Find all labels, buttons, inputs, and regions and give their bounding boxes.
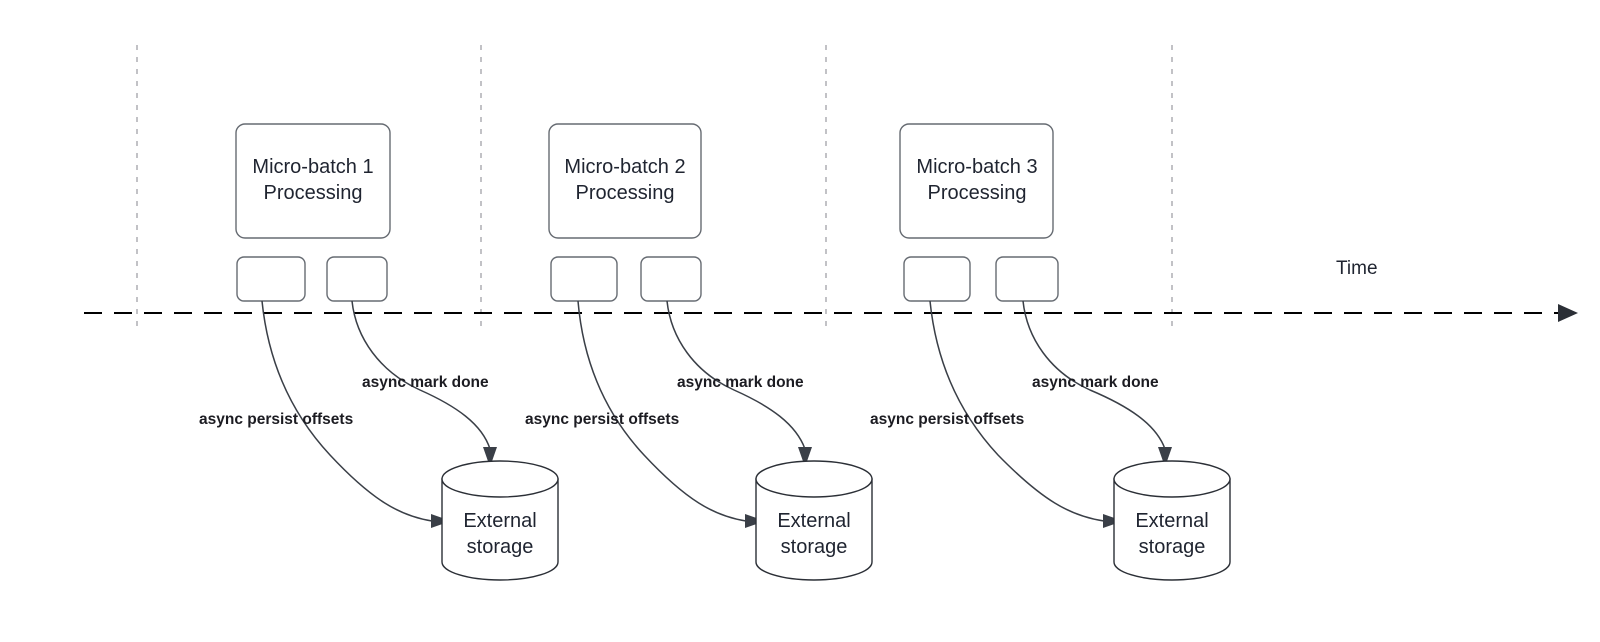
micro-batch-2-task-a-box[interactable] xyxy=(550,256,618,302)
micro-batch-1-task-b-box[interactable] xyxy=(326,256,388,302)
micro-batch-2-storage-body[interactable] xyxy=(755,478,873,581)
micro-batch-3-mark-done-arrowhead xyxy=(1158,447,1172,467)
time-axis-arrowhead xyxy=(1558,304,1578,322)
time-axis-label: Time xyxy=(1336,258,1378,279)
micro-batch-1-storage-top[interactable] xyxy=(441,460,559,498)
micro-batch-3-storage-top[interactable] xyxy=(1113,460,1231,498)
micro-batch-1-mark-done-arrowhead xyxy=(483,447,497,467)
micro-batch-3-process-box[interactable] xyxy=(899,123,1054,239)
micro-batch-1-task-a-box[interactable] xyxy=(236,256,306,302)
micro-batch-1-mark-done-label: async mark done xyxy=(362,374,489,391)
micro-batch-2-persist-offsets-label: async persist offsets xyxy=(525,411,679,428)
micro-batch-1-process-label-line1: Micro-batch 1 xyxy=(252,156,373,178)
micro-batch-1-persist-offsets-edge xyxy=(261,300,433,522)
micro-batch-3-process-label-line2: Processing xyxy=(928,182,1027,204)
micro-batch-2-process-label-line2: Processing xyxy=(576,182,675,204)
micro-batch-1-persist-offsets-arrowhead xyxy=(431,514,451,528)
micro-batch-3-persist-offsets-arrowhead xyxy=(1103,514,1123,528)
micro-batch-2-persist-offsets-arrowhead xyxy=(745,514,765,528)
micro-batch-1-mark-done-edge xyxy=(351,300,491,450)
micro-batch-1-storage-label-line2: storage xyxy=(467,536,534,558)
micro-batch-3-process-label-line1: Micro-batch 3 xyxy=(916,156,1037,178)
micro-batch-3-mark-done-label: async mark done xyxy=(1032,374,1159,391)
micro-batch-1-storage-label-line1: External xyxy=(463,510,536,532)
micro-batch-3-task-a-box[interactable] xyxy=(903,256,971,302)
micro-batch-3-storage-body[interactable] xyxy=(1113,478,1231,581)
micro-batch-2-process-label-line1: Micro-batch 2 xyxy=(564,156,685,178)
micro-batch-2-task-b-box[interactable] xyxy=(640,256,702,302)
micro-batch-1-persist-offsets-label: async persist offsets xyxy=(199,411,353,428)
micro-batch-2-process-box[interactable] xyxy=(548,123,702,239)
micro-batch-3-persist-offsets-label: async persist offsets xyxy=(870,411,1024,428)
micro-batch-1-process-box[interactable] xyxy=(235,123,391,239)
micro-batch-2-mark-done-label: async mark done xyxy=(677,374,804,391)
micro-batch-1-storage-body[interactable] xyxy=(441,478,559,581)
micro-batch-2-persist-offsets-edge xyxy=(577,300,747,522)
micro-batch-1-process-label-line2: Processing xyxy=(264,182,363,204)
micro-batch-3-storage-label-line2: storage xyxy=(1139,536,1206,558)
micro-batch-2-mark-done-arrowhead xyxy=(798,447,812,467)
micro-batch-2-storage-label-line1: External xyxy=(777,510,850,532)
micro-batch-3-task-b-box[interactable] xyxy=(995,256,1059,302)
micro-batch-3-persist-offsets-edge xyxy=(929,300,1105,522)
micro-batch-3-mark-done-edge xyxy=(1022,300,1166,450)
micro-batch-3-storage-label-line1: External xyxy=(1135,510,1208,532)
micro-batch-2-storage-top[interactable] xyxy=(755,460,873,498)
micro-batch-2-mark-done-edge xyxy=(666,300,806,450)
micro-batch-2-storage-label-line2: storage xyxy=(781,536,848,558)
